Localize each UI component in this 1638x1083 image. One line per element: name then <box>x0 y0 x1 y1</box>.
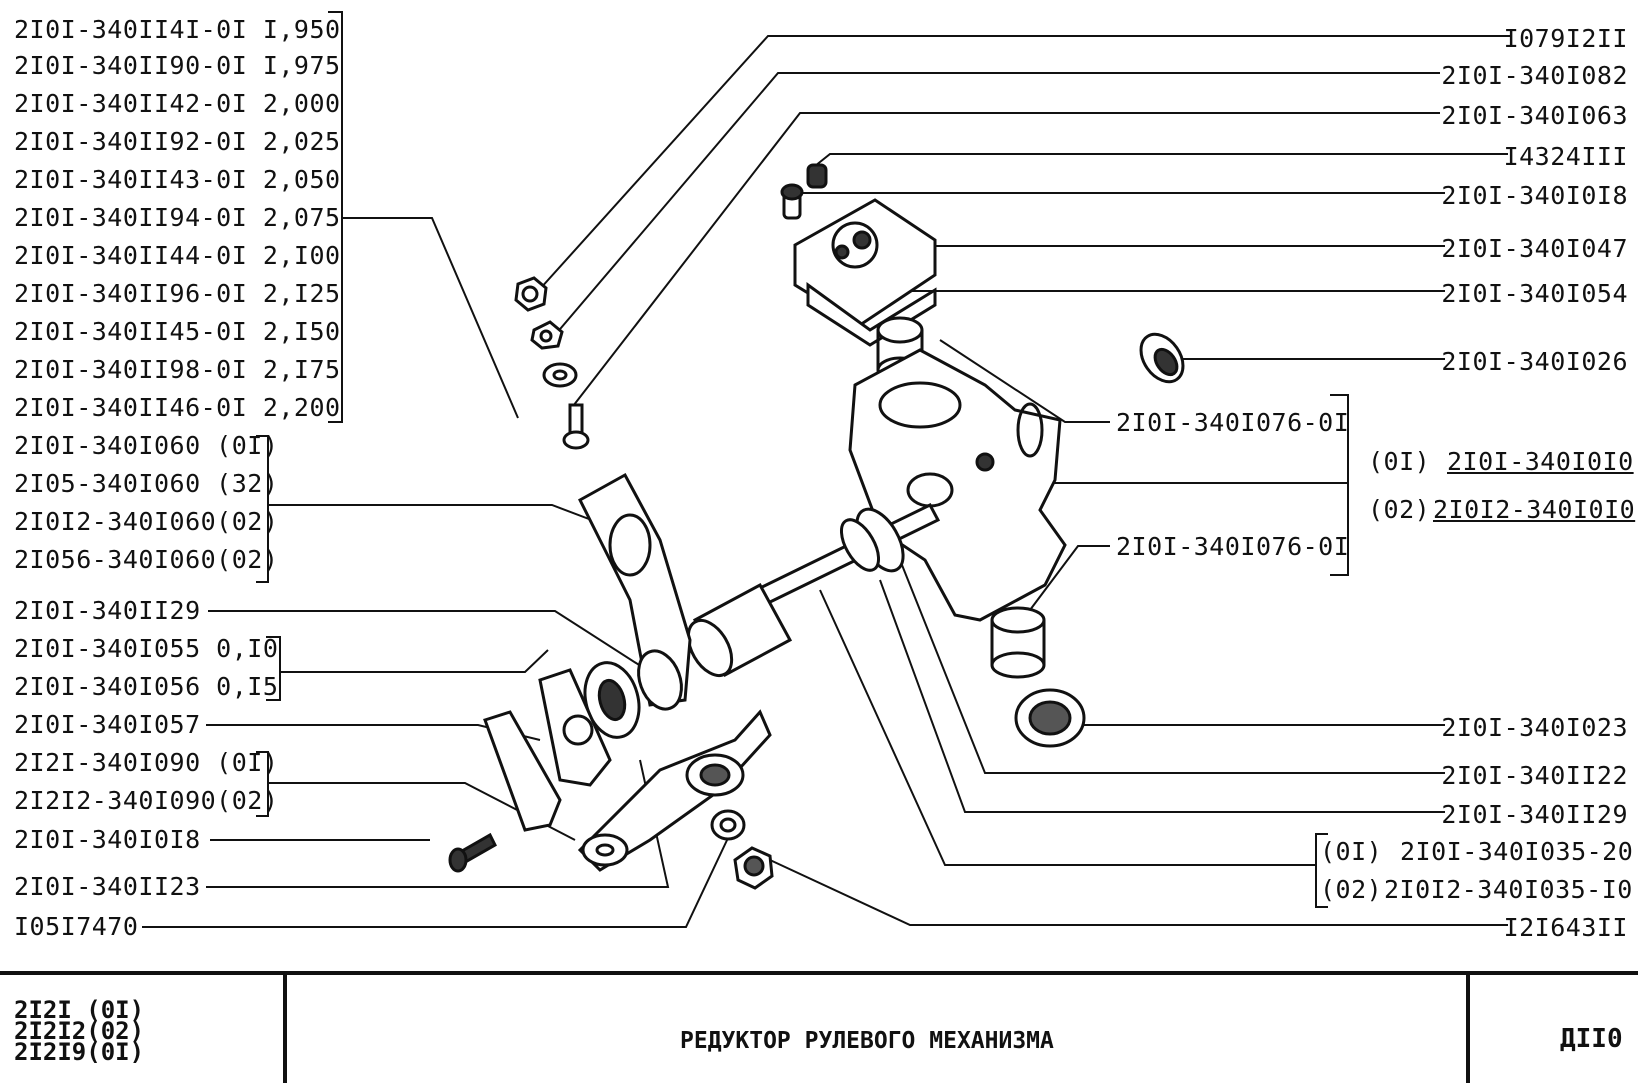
label-left-19: 2I0I-340I057 <box>14 710 201 739</box>
label-housing-variant-02-tag: (02) <box>1368 495 1431 524</box>
label-left-08: 2I0I-340II96-0I 2,I25 <box>14 279 341 308</box>
label-left-24: I05I7470 <box>14 912 139 941</box>
label-left-02: 2I0I-340II90-0I I,975 <box>14 51 341 80</box>
label-right-06: 2I0I-340I047 <box>1441 234 1628 263</box>
leader-worm <box>819 589 1316 866</box>
worm-shaft <box>686 503 941 678</box>
label-left-20: 2I2I-340I090 (0I) <box>14 748 279 777</box>
footer-code: ДII0 <box>1560 1024 1623 1054</box>
label-right-04: I4324III <box>1503 142 1628 171</box>
label-left-03: 2I0I-340II42-0I 2,000 <box>14 89 341 118</box>
leader-340I055 <box>280 649 549 673</box>
bearing-left <box>583 661 641 739</box>
leader-I4324III <box>809 153 1508 171</box>
gasket-left <box>538 668 612 787</box>
leader-I05I7470 <box>142 837 729 928</box>
leader-340I082 <box>554 72 1440 336</box>
nut-top <box>514 276 548 312</box>
label-left-01: 2I0I-340II4I-0I I,950 <box>14 15 341 44</box>
label-left-13: 2I05-340I060 (32) <box>14 469 279 498</box>
leader-I2I643II <box>769 859 1508 926</box>
label-right-10: 2I0I-340II22 <box>1441 761 1628 790</box>
flat-washer <box>542 362 578 388</box>
label-housing-variant-01-part: 2I0I-340I0I0 <box>1447 447 1634 476</box>
leader-sector <box>268 504 619 531</box>
footer-frame <box>0 971 1638 1083</box>
leader-340II22 <box>899 559 1445 774</box>
nut-lower <box>733 846 774 890</box>
side-cover <box>793 198 937 347</box>
bracket-sector <box>256 435 269 583</box>
washer-lower <box>710 809 746 841</box>
leader-340I063 <box>569 112 1440 411</box>
footer-model-3: 2I2I9(0I) <box>14 1038 145 1066</box>
seal-right <box>1139 332 1185 384</box>
leader-housing-upper <box>939 339 1110 423</box>
label-left-22: 2I0I-340I0I8 <box>14 825 201 854</box>
label-left-21: 2I2I2-340I090(02) <box>14 786 279 815</box>
label-housing-variant-01-tag: (0I) <box>1368 447 1431 476</box>
leader-340II29-right <box>879 579 1445 813</box>
bolt-left <box>448 832 497 873</box>
label-left-05: 2I0I-340II43-0I 2,050 <box>14 165 341 194</box>
label-housing-lower: 2I0I-340I076-0I <box>1116 532 1350 561</box>
bottom-cover <box>483 710 562 832</box>
label-left-18: 2I0I-340I056 0,I5 <box>14 672 279 701</box>
label-right-07: 2I0I-340I054 <box>1441 279 1628 308</box>
label-right-02: 2I0I-340I082 <box>1441 61 1628 90</box>
pitman-arm <box>577 709 772 872</box>
label-right-09: 2I0I-340I023 <box>1441 713 1628 742</box>
leader-340I0I8-right <box>789 192 1445 201</box>
label-worm-variant-01-tag: (0I) <box>1320 837 1383 866</box>
title-block: 2I2I (0I) 2I2I2(02) 2I2I9(0I) РЕДУКТОР Р… <box>0 966 1638 1083</box>
label-housing-variant-02-part: 2I0I2-340I0I0 <box>1433 495 1636 524</box>
label-worm-variant-02-part: 2I0I2-340I035-I0 <box>1384 875 1633 904</box>
adjust-screw <box>562 403 590 450</box>
label-left-04: 2I0I-340II92-0I 2,025 <box>14 127 341 156</box>
leader-shims <box>342 217 519 419</box>
bushing-lower <box>990 606 1046 679</box>
leader-340I054 <box>879 269 1445 292</box>
label-left-09: 2I0I-340II45-0I 2,I50 <box>14 317 341 346</box>
label-left-14: 2I0I2-340I060(02) <box>14 507 279 536</box>
seal-lower <box>1014 688 1086 748</box>
label-right-01: I079I2II <box>1503 24 1628 53</box>
footer-model-2: 2I2I2(02) <box>14 1017 145 1045</box>
label-housing-upper: 2I0I-340I076-0I <box>1116 408 1350 437</box>
footer-model-1: 2I2I (0I) <box>14 996 145 1024</box>
label-right-05: 2I0I-340I0I8 <box>1441 181 1628 210</box>
label-left-23: 2I0I-340II23 <box>14 872 201 901</box>
leader-I079I2II <box>529 35 1510 301</box>
leader-340II29-left <box>208 610 651 673</box>
label-left-17: 2I0I-340I055 0,I0 <box>14 634 279 663</box>
bracket-housing <box>1330 394 1349 576</box>
bracket-340I055 <box>266 636 281 701</box>
bracket-worm <box>1315 833 1328 908</box>
sector-shaft <box>578 472 692 711</box>
label-right-08: 2I0I-340I026 <box>1441 347 1628 376</box>
label-left-07: 2I0I-340II44-0I 2,I00 <box>14 241 341 270</box>
gear-housing <box>848 348 1067 622</box>
label-left-16: 2I0I-340II29 <box>14 596 201 625</box>
label-right-12: I2I643II <box>1503 913 1628 942</box>
leader-housing-lower <box>1029 545 1110 611</box>
label-worm-variant-02-tag: (02) <box>1320 875 1383 904</box>
top-plug <box>780 163 828 220</box>
label-left-10: 2I0I-340II98-0I 2,I75 <box>14 355 341 384</box>
label-left-11: 2I0I-340II46-0I 2,200 <box>14 393 341 422</box>
label-right-03: 2I0I-340I063 <box>1441 101 1628 130</box>
lock-washer <box>530 320 564 350</box>
label-worm-variant-01-part: 2I0I-340I035-20 <box>1400 837 1634 866</box>
label-right-11: 2I0I-340II29 <box>1441 800 1628 829</box>
label-left-12: 2I0I-340I060 (0I) <box>14 431 279 460</box>
footer-title: РЕДУКТОР РУЛЕВОГО МЕХАНИЗМА <box>680 1028 1054 1054</box>
label-left-06: 2I0I-340II94-0I 2,075 <box>14 203 341 232</box>
footer-models: 2I2I (0I) 2I2I2(02) 2I2I9(0I) <box>14 996 145 1066</box>
label-left-15: 2I056-340I060(02) <box>14 545 279 574</box>
